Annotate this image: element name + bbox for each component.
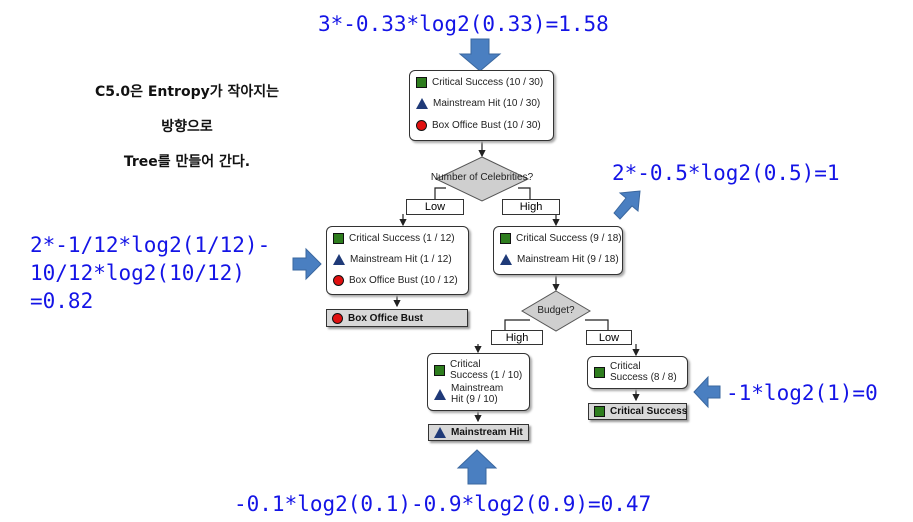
arrow-down-root — [458, 38, 502, 72]
root-node: Critical Success (10 / 30) Mainstream Hi… — [409, 70, 554, 141]
formula-budget-low-entropy: -1*log2(1)=0 — [726, 381, 878, 405]
root-bust-row: Box Office Bust (10 / 30) — [416, 120, 541, 131]
budget-low-leaf: Critical Success — [588, 403, 687, 420]
arrow-right-low — [292, 247, 322, 281]
edge-decision1-low — [434, 187, 446, 199]
bust-circle-icon — [333, 275, 344, 286]
critical-square-icon — [434, 364, 445, 376]
low-critical-row: Critical Success (1 / 12) — [333, 233, 455, 244]
root-mainstream-row: Mainstream Hit (10 / 30) — [416, 98, 540, 109]
mainstream-triangle-icon — [434, 427, 446, 438]
branch2-high-label: High — [491, 330, 543, 345]
mainstream-triangle-icon — [333, 254, 345, 265]
formula-low-entropy-line2: 10/12*log2(10/12) — [30, 261, 245, 285]
formula-low-entropy-line1: 2*-1/12*log2(1/12)- — [30, 233, 271, 257]
bust-circle-icon — [332, 312, 343, 324]
root-critical-row: Critical Success (10 / 30) — [416, 77, 543, 88]
note-line3: Tree를 만들어 간다. — [123, 154, 251, 170]
edge-decision2-high — [504, 319, 530, 330]
critical-square-icon — [500, 233, 511, 244]
decision1-diamond — [434, 156, 530, 202]
arrow-up-bh — [456, 449, 498, 485]
mainstream-triangle-icon — [434, 388, 446, 400]
low-bust-row: Box Office Bust (10 / 12) — [333, 275, 458, 286]
edge-decision1-high — [518, 187, 531, 199]
arrow-left-bl — [693, 375, 721, 409]
formula-high-entropy: 2*-0.5*log2(0.5)=1 — [612, 161, 840, 185]
critical-square-icon — [594, 406, 605, 417]
note-line1: C5.0은 Entropy가 작아지는 — [95, 84, 279, 100]
edge-decision2-low — [585, 319, 609, 330]
bust-circle-icon — [416, 120, 427, 131]
formula-root-entropy: 3*-0.33*log2(0.33)=1.58 — [318, 12, 609, 36]
branch-high-label: High — [502, 199, 560, 215]
branch-low-label: Low — [406, 199, 464, 215]
mainstream-triangle-icon — [500, 254, 512, 265]
decision2-diamond — [521, 290, 591, 332]
decision1-label: Number of Celebrities? — [430, 172, 534, 183]
branch2-low-label: Low — [586, 330, 632, 345]
critical-square-icon — [333, 233, 344, 244]
budget-high-leaf: Mainstream Hit — [428, 424, 529, 441]
high-critical-row: Critical Success (9 / 18) — [500, 233, 622, 244]
high-mainstream-row: Mainstream Hit (9 / 18) — [500, 254, 619, 265]
decision2-label: Budget? — [537, 305, 575, 316]
high-node: Critical Success (9 / 18) Mainstream Hit… — [493, 226, 623, 275]
critical-square-icon — [416, 77, 427, 88]
critical-square-icon — [594, 366, 605, 378]
low-mainstream-row: Mainstream Hit (1 / 12) — [333, 254, 452, 265]
note-line2: 방향으로 — [161, 119, 213, 135]
formula-budget-high-entropy: -0.1*log2(0.1)-0.9*log2(0.9)=0.47 — [234, 492, 652, 516]
formula-low-entropy-line3: =0.82 — [30, 289, 94, 313]
low-node: Critical Success (1 / 12) Mainstream Hit… — [326, 226, 469, 295]
mainstream-triangle-icon — [416, 98, 428, 109]
low-leaf: Box Office Bust — [326, 309, 468, 327]
arrow-diagonal-high — [613, 190, 641, 220]
